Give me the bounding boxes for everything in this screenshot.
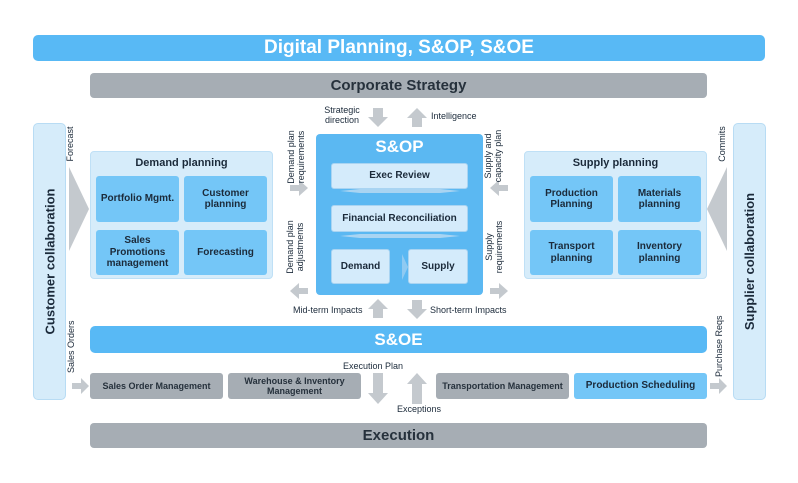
supply-requirements-label: Supply requirements bbox=[484, 220, 504, 274]
review-connector bbox=[340, 189, 460, 193]
transportation-management-box: Transportation Management bbox=[436, 373, 569, 399]
exceptions-label: Exceptions bbox=[397, 404, 442, 414]
customer-collaboration-panel: Customer collaboration bbox=[33, 123, 66, 400]
exceptions-arrow bbox=[407, 373, 427, 404]
demand-plan-adjustments-label: Demand plan adjustments bbox=[285, 220, 305, 274]
reconciliation-connector bbox=[340, 234, 460, 238]
financial-reconciliation-box: Financial Reconciliation bbox=[331, 205, 468, 232]
commits-chevron bbox=[707, 167, 727, 251]
execution-plan-label: Execution Plan bbox=[343, 361, 404, 371]
supply-planning-title: Supply planning bbox=[572, 157, 659, 169]
soe-bar: S&OE bbox=[90, 326, 707, 353]
purchase-reqs-arrow bbox=[710, 378, 727, 394]
forecasting-tile: Forecasting bbox=[184, 230, 267, 275]
sop-demand-box: Demand bbox=[331, 249, 390, 284]
demand-planning-panel: Demand planning Portfolio Mgmt. Customer… bbox=[90, 151, 273, 279]
sales-orders-label: Sales Orders bbox=[66, 320, 76, 373]
supply-capacity-arrow bbox=[490, 180, 508, 196]
forecast-chevron bbox=[69, 167, 89, 251]
sop-supply-box: Supply bbox=[408, 249, 468, 284]
sales-promotions-tile: Sales Promotions management bbox=[96, 230, 179, 275]
supply-requirements-arrow bbox=[490, 283, 508, 299]
mid-term-impacts-label: Mid-term Impacts bbox=[293, 305, 363, 315]
demand-plan-requirements-label: Demand plan requirements bbox=[286, 130, 306, 184]
portfolio-mgmt-tile: Portfolio Mgmt. bbox=[96, 176, 179, 222]
production-scheduling-box: Production Scheduling bbox=[574, 373, 707, 399]
execution-plan-arrow bbox=[368, 373, 388, 404]
execution-bar: Execution bbox=[90, 423, 707, 448]
intelligence-label: Intelligence bbox=[431, 111, 477, 121]
short-term-impacts-label: Short-term Impacts bbox=[430, 305, 507, 315]
purchase-reqs-label: Purchase Reqs bbox=[714, 315, 724, 377]
demand-adjustments-arrow bbox=[290, 283, 308, 299]
strategic-direction-label: Strategic direction bbox=[324, 105, 360, 125]
supply-planning-panel: Supply planning Production Planning Mate… bbox=[524, 151, 707, 279]
inventory-planning-tile: Inventory planning bbox=[618, 230, 701, 275]
demand-requirements-arrow bbox=[290, 180, 308, 196]
demand-planning-title: Demand planning bbox=[135, 157, 228, 169]
corporate-strategy-bar: Corporate Strategy bbox=[90, 73, 707, 98]
customer-planning-tile: Customer planning bbox=[184, 176, 267, 222]
supply-capacity-plan-label: Supply and capacity plan bbox=[483, 129, 503, 183]
exec-review-box: Exec Review bbox=[331, 163, 468, 189]
production-planning-tile: Production Planning bbox=[530, 176, 613, 222]
mid-term-arrow bbox=[368, 299, 388, 318]
sop-box: S&OP Exec Review Financial Reconciliatio… bbox=[316, 134, 483, 295]
short-term-arrow bbox=[407, 300, 427, 319]
sales-orders-arrow bbox=[72, 378, 89, 394]
supplier-collaboration-panel: Supplier collaboration bbox=[733, 123, 766, 400]
warehouse-inventory-management-box: Warehouse & Inventory Management bbox=[228, 373, 361, 399]
intelligence-arrow bbox=[407, 108, 427, 127]
page-title: Digital Planning, S&OP, S&OE bbox=[33, 35, 765, 61]
transport-planning-tile: Transport planning bbox=[530, 230, 613, 275]
sales-order-management-box: Sales Order Management bbox=[90, 373, 223, 399]
strategic-direction-arrow bbox=[368, 108, 388, 127]
materials-planning-tile: Materials planning bbox=[618, 176, 701, 222]
demand-supply-chevron bbox=[402, 254, 408, 280]
sop-title: S&OP bbox=[375, 137, 424, 156]
